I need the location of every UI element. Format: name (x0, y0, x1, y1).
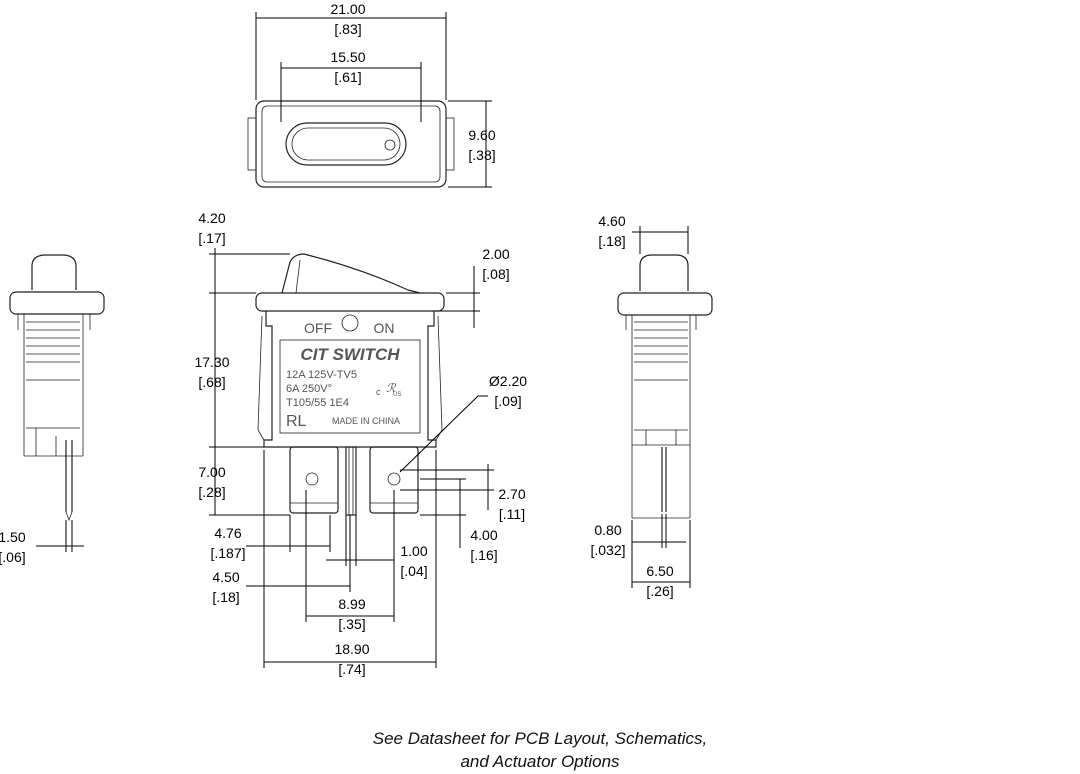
dim-right-rocker-mm: 4.60 (598, 213, 625, 229)
rating3-label: T105/55 1E4 (286, 397, 349, 409)
dim-terminal-thickness: 1.00 [.04] (326, 515, 428, 579)
footer-note-line1: See Datasheet for PCB Layout, Schematics… (373, 729, 708, 748)
certification-mark-icon: c ℛ US (376, 381, 401, 398)
dim-terminal-width-mm: 4.76 (214, 525, 241, 541)
dim-top-slot-in: [.61] (334, 69, 361, 85)
dim-terminal-thk-mm: 1.00 (400, 543, 427, 559)
on-label: ON (374, 320, 395, 336)
dim-left-pin: 1.50 [.06] (0, 520, 84, 565)
dim-terminal-spacing-mm: 8.99 (338, 596, 365, 612)
dim-hole-position: 4.00 [.16] (420, 478, 498, 563)
footer-note-line2: and Actuator Options (460, 752, 620, 771)
dim-body-width-mm: 18.90 (334, 641, 369, 657)
dim-right-pin-in: [.032] (590, 542, 625, 558)
dim-right-rocker: 4.60 [.18] (598, 213, 689, 254)
origin-label: MADE IN CHINA (332, 416, 400, 426)
svg-text:ℛ: ℛ (386, 381, 397, 395)
dim-top-slot: 15.50 [.61] (280, 49, 422, 122)
dim-terminal-length-mm: 7.00 (198, 464, 225, 480)
dim-terminal-length-in: [.28] (198, 484, 225, 500)
dim-terminal-inner-in: [.18] (212, 589, 239, 605)
dim-terminal-spacing-in: [.35] (338, 616, 365, 632)
dim-top-slot-mm: 15.50 (330, 49, 365, 65)
dim-top-height-in: [.38] (468, 147, 495, 163)
left-side-view (9, 254, 105, 522)
off-label: OFF (304, 320, 332, 336)
indicator-icon (384, 139, 396, 151)
code-label: RL (286, 413, 307, 430)
dim-hole-dia-in: [.09] (494, 393, 521, 409)
dim-hole-diameter: Ø2.20 [.09] (399, 373, 527, 473)
dim-left-pin-in: [.06] (0, 549, 26, 565)
rating1-label: 12A 125V-TV5 (286, 369, 357, 381)
dim-terminal-length: 7.00 [.28] (198, 447, 290, 516)
dim-body-height-in: [.68] (198, 374, 225, 390)
dim-bezel: 2.00 [.08] (436, 246, 510, 328)
dim-body-width: 18.90 [.74] (263, 450, 437, 677)
dim-hole-pos-mm: 4.00 (470, 527, 497, 543)
dim-rocker-height-mm: 4.20 (198, 210, 225, 226)
brand-label: CIT SWITCH (300, 345, 400, 364)
dim-top-width-in: [.83] (334, 21, 361, 37)
dim-hole-pos-in: [.16] (470, 547, 497, 563)
cert-c: c (376, 387, 381, 397)
rating2-label: 6A 250V° (286, 383, 332, 395)
dim-top-height-mm: 9.60 (468, 127, 495, 143)
dim-hole-offset: 2.70 [.11] (400, 464, 526, 522)
dim-hole-dia-mm: Ø2.20 (489, 373, 527, 389)
dim-terminal-width-in: [.187] (210, 545, 245, 561)
dim-right-depth: 6.50 [.26] (631, 520, 691, 599)
dim-top-width-mm: 21.00 (330, 1, 365, 17)
dim-hole-offset-in: [.11] (499, 506, 525, 522)
dim-terminal-thk-in: [.04] (400, 563, 427, 579)
dim-body-height-mm: 17.30 (194, 354, 229, 370)
cert-us: US (393, 392, 401, 398)
dim-body-height: 17.30 [.68] (194, 293, 264, 448)
top-view (247, 100, 455, 188)
dim-terminal-inner: 4.50 [.18] (212, 490, 351, 605)
dim-bezel-in: [.08] (482, 266, 509, 282)
dim-bezel-mm: 2.00 (482, 246, 509, 262)
dim-right-pin: 0.80 [.032] (590, 514, 686, 558)
dim-terminal-width: 4.76 [.187] (210, 515, 331, 561)
dim-top-height: 9.60 [.38] (448, 100, 496, 188)
dim-right-rocker-in: [.18] (598, 233, 625, 249)
right-side-view (617, 254, 713, 519)
dim-body-width-in: [.74] (338, 661, 365, 677)
dim-top-width: 21.00 [.83] (255, 1, 447, 100)
dim-right-pin-mm: 0.80 (594, 522, 621, 538)
front-view: OFF ON CIT SWITCH 12A 125V-TV5 6A 250V° … (255, 253, 445, 516)
dim-terminal-inner-mm: 4.50 (212, 569, 239, 585)
dim-right-depth-mm: 6.50 (646, 563, 673, 579)
dim-rocker-height: 4.20 [.17] (198, 210, 290, 300)
dim-terminal-spacing: 8.99 [.35] (305, 490, 395, 632)
dim-left-pin-mm: 1.50 (0, 529, 26, 545)
dim-right-depth-in: [.26] (646, 583, 673, 599)
dim-rocker-height-in: [.17] (198, 230, 225, 246)
dim-hole-offset-mm: 2.70 (498, 486, 525, 502)
